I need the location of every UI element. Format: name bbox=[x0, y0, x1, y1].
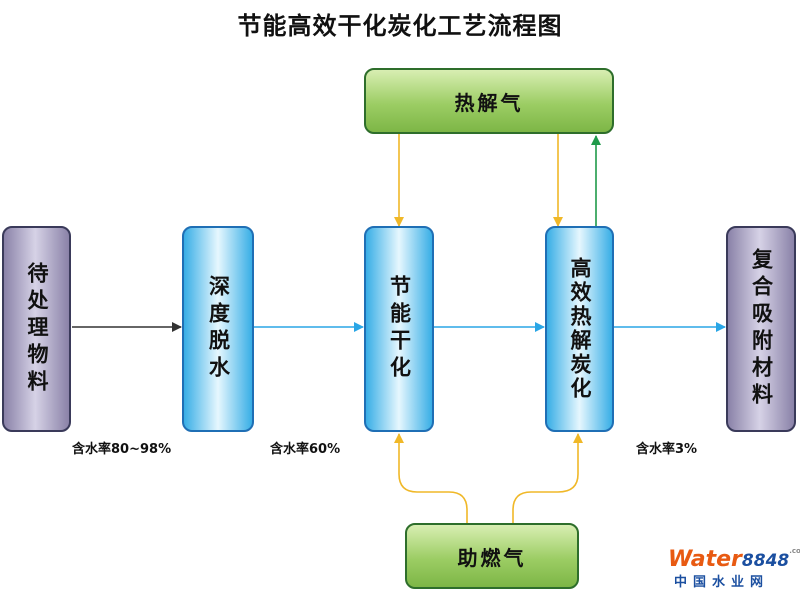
watermark-brand-suffix: .com bbox=[789, 547, 800, 555]
node-efficient-pyrolysis: 高效热解炭化 bbox=[545, 226, 614, 432]
node-composite-adsorbent-label: 复合吸附材料 bbox=[749, 248, 774, 410]
note-moisture-raw: 含水率80~98% bbox=[72, 442, 172, 457]
watermark-brand-number: 8848 bbox=[741, 551, 790, 571]
node-pyrolysis-gas-label: 热解气 bbox=[454, 90, 524, 115]
note-moisture-dewatered: 含水率60% bbox=[270, 442, 341, 457]
note-moisture-final: 含水率3% bbox=[636, 442, 698, 457]
arrow-aux-to-pyrolysis bbox=[512, 433, 583, 523]
node-raw-material: 待处理物料 bbox=[2, 226, 71, 432]
page-title: 节能高效干化炭化工艺流程图 bbox=[237, 12, 563, 40]
arrow-aux-to-drying bbox=[394, 433, 468, 523]
node-deep-dewatering: 深度脱水 bbox=[182, 226, 254, 432]
watermark-logo: Water8848.com bbox=[668, 547, 800, 572]
node-energy-saving-drying: 节能干化 bbox=[364, 226, 434, 432]
node-auxiliary-gas: 助燃气 bbox=[405, 523, 579, 589]
node-composite-adsorbent: 复合吸附材料 bbox=[726, 226, 796, 432]
node-efficient-pyrolysis-label: 高效热解炭化 bbox=[568, 257, 592, 401]
node-pyrolysis-gas: 热解气 bbox=[364, 68, 614, 134]
node-deep-dewatering-label: 深度脱水 bbox=[206, 275, 231, 383]
node-raw-material-label: 待处理物料 bbox=[25, 261, 49, 397]
watermark-brand-prefix: Water bbox=[668, 547, 742, 572]
watermark-brand-cn: 中国水业网 bbox=[674, 575, 770, 590]
node-auxiliary-gas-label: 助燃气 bbox=[457, 545, 527, 570]
node-energy-saving-drying-label: 节能干化 bbox=[387, 275, 412, 383]
